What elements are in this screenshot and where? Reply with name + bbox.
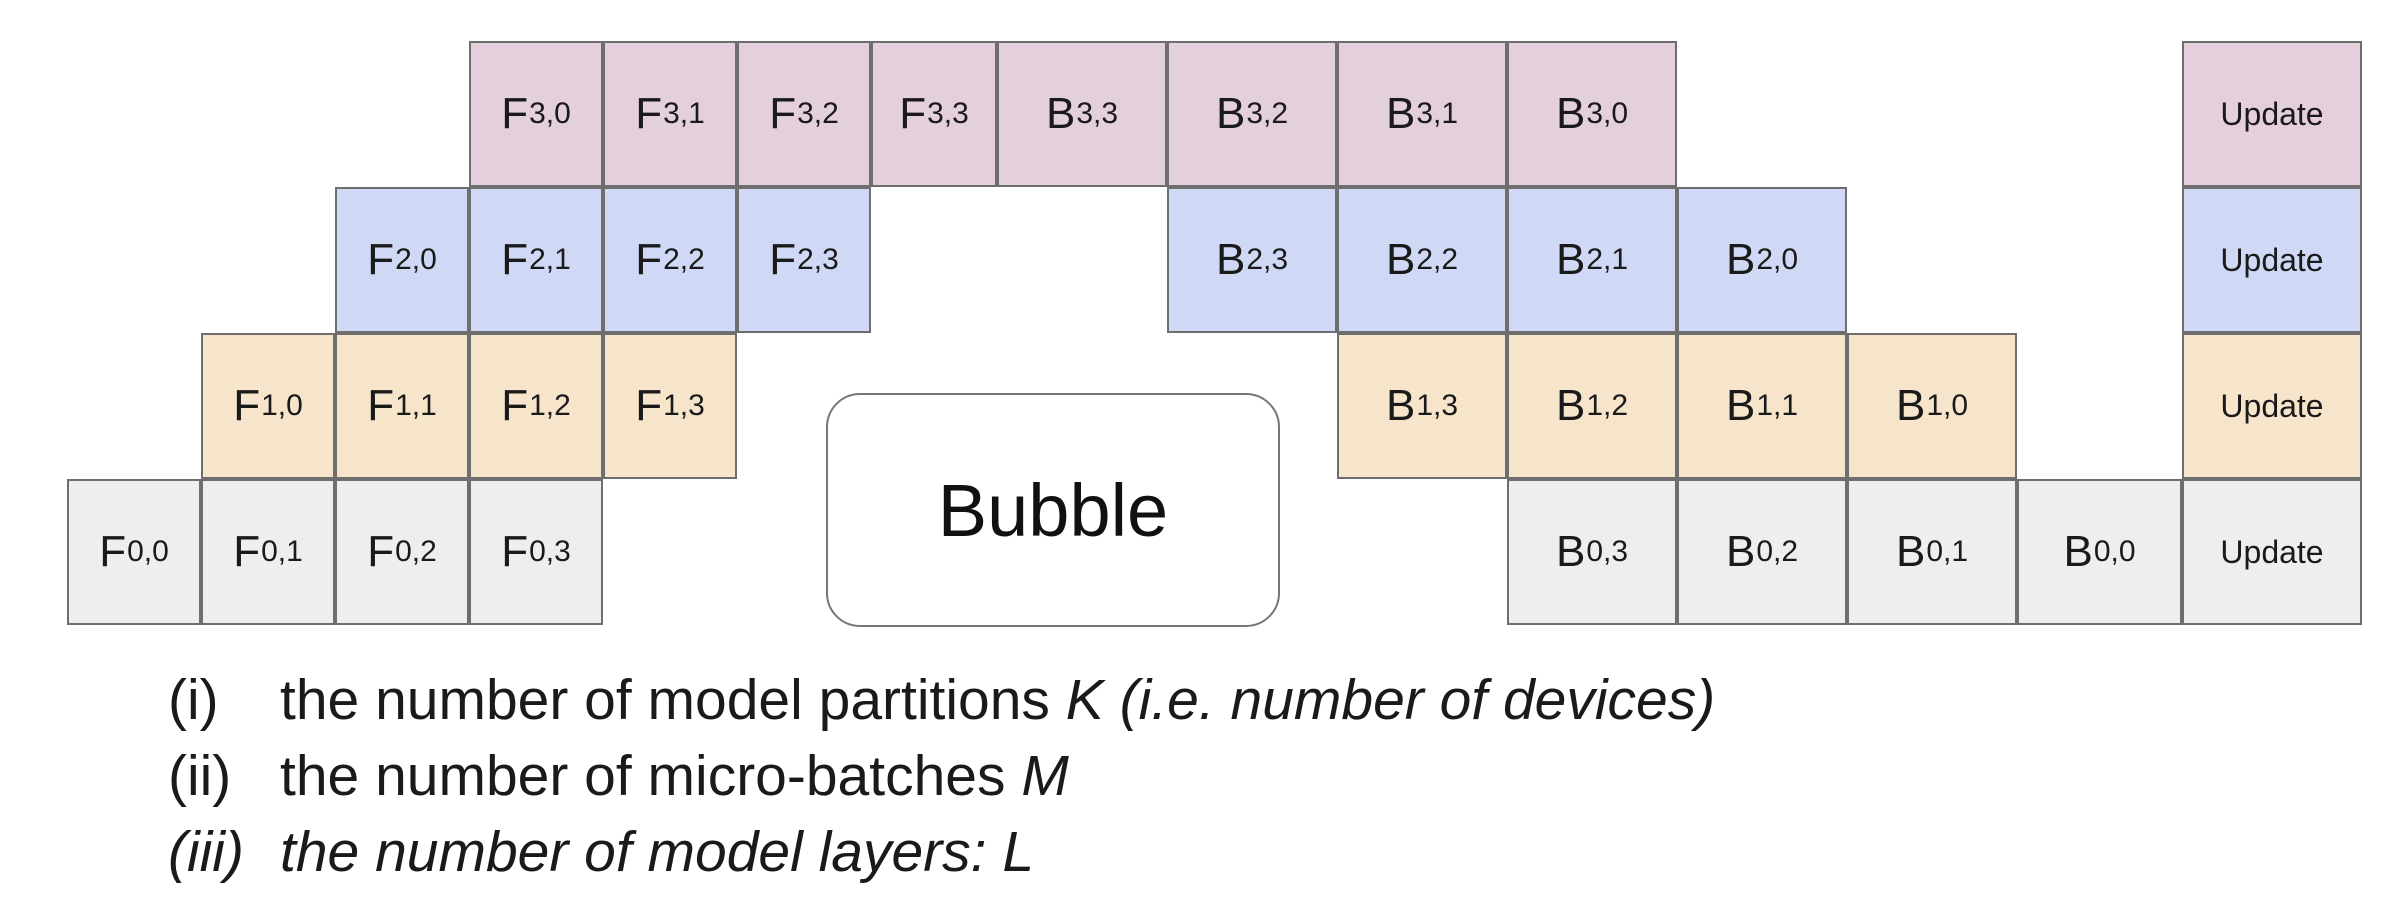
legend-symbol: K xyxy=(1065,668,1104,732)
update-cell: Update xyxy=(2182,479,2362,625)
update-cell: Update xyxy=(2182,187,2362,333)
bubble-label: Bubble xyxy=(826,393,1280,627)
update-cell: Update xyxy=(2182,41,2362,187)
legend-text-main: the number of micro-batches xyxy=(280,744,1022,808)
update-cell: Update xyxy=(2182,333,2362,479)
legend-number: (ii) xyxy=(168,744,232,808)
legend-number: (i) xyxy=(168,668,219,732)
legend-number: (iii) xyxy=(168,820,244,884)
legend-text: the number of micro-batches M xyxy=(280,738,1069,814)
legend-symbol: M xyxy=(1021,744,1069,808)
legend-note: (i.e. number of devices) xyxy=(1103,668,1716,732)
legend-text-main: the number of model partitions xyxy=(280,668,1066,732)
legend-text: the number of model layers: L xyxy=(280,820,1035,884)
legend-text: the number of model partitions K (i.e. n… xyxy=(280,662,1715,738)
